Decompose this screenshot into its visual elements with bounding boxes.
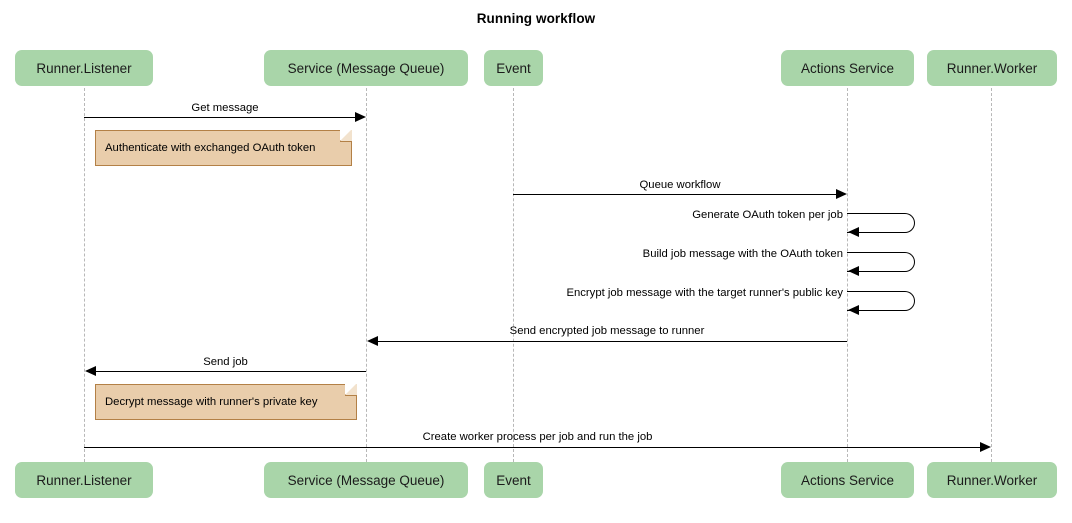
- arrowhead-encrypt-job-message: [848, 305, 859, 315]
- note-fold-corner-icon: [345, 383, 357, 396]
- selfloop-encrypt-job-message: [847, 291, 915, 311]
- message-label-send-job: Send job: [203, 356, 248, 368]
- message-label-create-worker-process: Create worker process per job and run th…: [422, 431, 653, 443]
- arrowhead-create-worker-process: [980, 442, 991, 452]
- participant-label: Runner.Listener: [36, 472, 132, 488]
- participant-runner-listener-footer[interactable]: Runner.Listener: [15, 462, 153, 498]
- participant-service-message-queue-header[interactable]: Service (Message Queue): [264, 50, 468, 86]
- participant-label: Runner.Worker: [946, 60, 1038, 76]
- participant-label: Event: [496, 472, 531, 488]
- lifeline-actions-service: [847, 88, 848, 462]
- message-label-send-encrypted-job-message: Send encrypted job message to runner: [509, 325, 705, 337]
- message-line-send-encrypted-job-message: [377, 341, 847, 342]
- participant-label: Actions Service: [800, 60, 895, 76]
- message-line-get-message: [84, 117, 356, 118]
- participant-runner-worker-header[interactable]: Runner.Worker: [927, 50, 1057, 86]
- participant-label: Service (Message Queue): [287, 472, 445, 488]
- arrowhead-send-job: [85, 366, 96, 376]
- arrowhead-generate-oauth-token: [848, 227, 859, 237]
- arrowhead-build-job-message: [848, 266, 859, 276]
- message-label-generate-oauth-token: Generate OAuth token per job: [692, 209, 843, 221]
- arrowhead-get-message: [355, 112, 366, 122]
- arrowhead-queue-workflow: [836, 189, 847, 199]
- participant-label: Runner.Worker: [946, 472, 1038, 488]
- note-text: Authenticate with exchanged OAuth token: [105, 142, 316, 154]
- message-label-encrypt-job-message: Encrypt job message with the target runn…: [566, 287, 843, 299]
- participant-event-header[interactable]: Event: [484, 50, 543, 86]
- arrowhead-send-encrypted-job-message: [367, 336, 378, 346]
- message-line-send-job: [95, 371, 366, 372]
- message-line-queue-workflow: [513, 194, 837, 195]
- message-label-build-job-message: Build job message with the OAuth token: [642, 248, 843, 260]
- participant-actions-service-header[interactable]: Actions Service: [781, 50, 914, 86]
- participant-service-message-queue-footer[interactable]: Service (Message Queue): [264, 462, 468, 498]
- participant-actions-service-footer[interactable]: Actions Service: [781, 462, 914, 498]
- participant-label: Runner.Listener: [36, 60, 132, 76]
- note-authenticate: Authenticate with exchanged OAuth token: [95, 129, 352, 166]
- note-fold-corner-icon: [340, 129, 352, 142]
- selfloop-build-job-message: [847, 252, 915, 272]
- participant-runner-worker-footer[interactable]: Runner.Worker: [927, 462, 1057, 498]
- selfloop-generate-oauth-token: [847, 213, 915, 233]
- lifeline-service-message-queue: [366, 88, 367, 462]
- participant-runner-listener-header[interactable]: Runner.Listener: [15, 50, 153, 86]
- message-label-get-message: Get message: [191, 102, 259, 114]
- lifeline-runner-listener: [84, 88, 85, 462]
- message-label-queue-workflow: Queue workflow: [639, 179, 721, 191]
- note-decrypt: Decrypt message with runner's private ke…: [95, 383, 357, 420]
- message-line-create-worker-process: [84, 447, 981, 448]
- lifeline-event: [513, 88, 514, 462]
- participant-label: Event: [496, 60, 531, 76]
- page-title: Running workflow: [476, 11, 596, 26]
- note-text: Decrypt message with runner's private ke…: [105, 396, 318, 408]
- lifeline-runner-worker: [991, 88, 992, 462]
- participant-label: Actions Service: [800, 472, 895, 488]
- participant-label: Service (Message Queue): [287, 60, 445, 76]
- participant-event-footer[interactable]: Event: [484, 462, 543, 498]
